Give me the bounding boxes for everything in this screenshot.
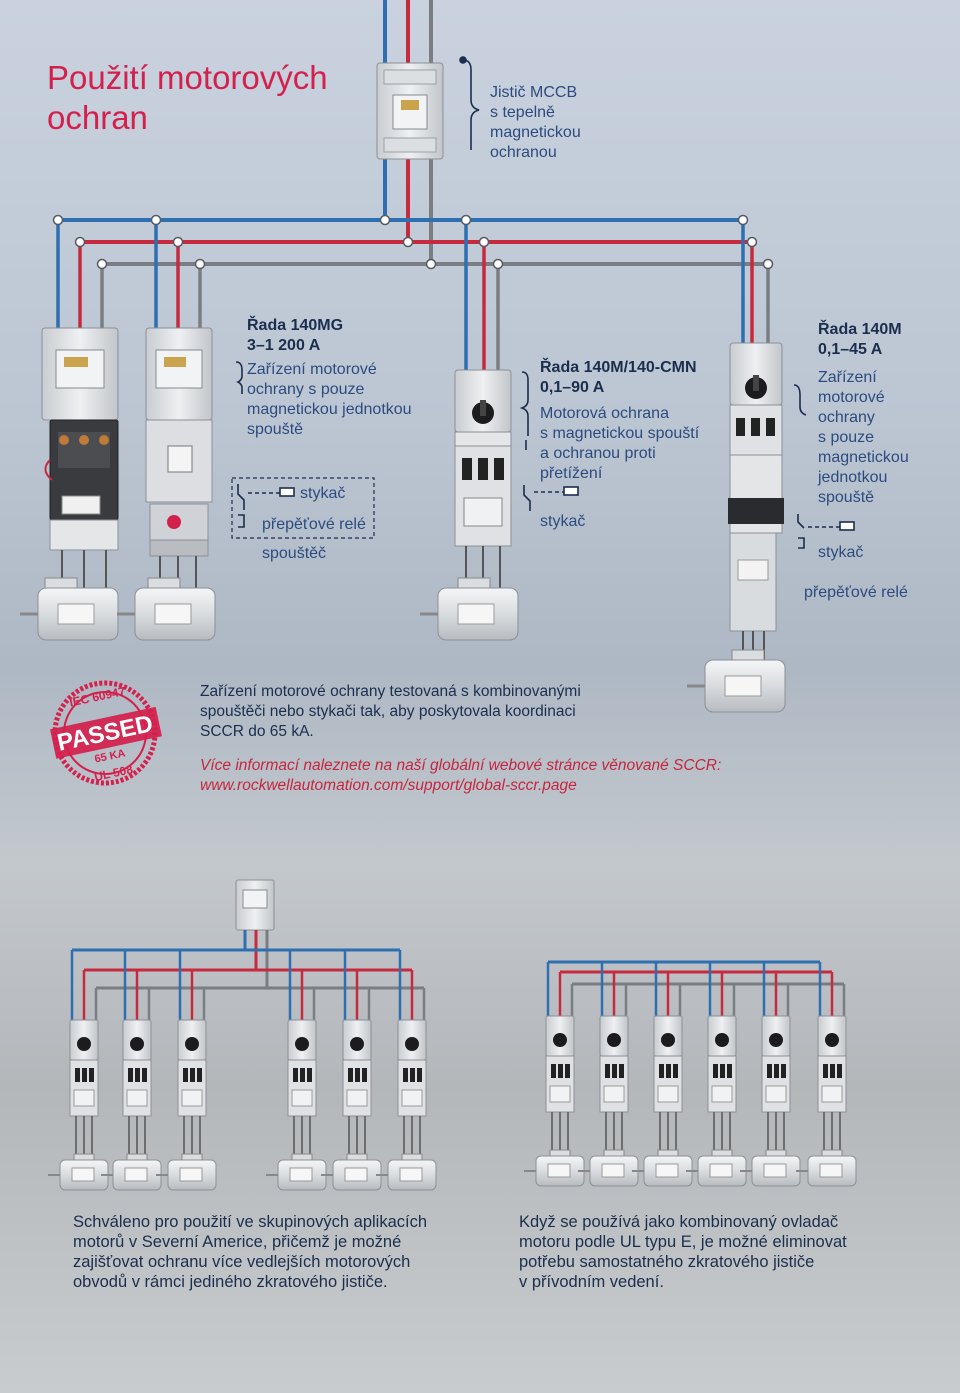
device-140mg-combination-starter [145, 327, 213, 590]
left-starter-1 [48, 1019, 109, 1191]
right-starter-2 [578, 1015, 639, 1187]
seal-text: IEC 60947 PASSED 65 KA UL 508 [55, 684, 155, 784]
group-install-text: Schváleno pro použití ve skupinových apl… [73, 1213, 428, 1291]
left-starter-4 [266, 1019, 327, 1191]
group-140m-cmn-contactor: stykač [540, 513, 586, 530]
motor-1 [20, 577, 119, 641]
device-140m-cmn-starter [454, 369, 512, 590]
left-motor-1 [48, 1153, 109, 1191]
group-install-left [70, 879, 426, 1022]
group-140m-cmn-heading: Řada 140M/140-CMN 0,1–90 A [540, 359, 697, 396]
svg-text:IEC 60947: IEC 60947 [68, 684, 127, 710]
right-starter-5 [740, 1015, 801, 1187]
svg-text:65 KA: 65 KA [93, 747, 126, 765]
right-starter-3 [632, 1015, 693, 1187]
callout-symbols [231, 56, 855, 549]
right-motor-6 [796, 1149, 857, 1187]
mini-starters [48, 1015, 857, 1191]
svg-text:PASSED: PASSED [55, 710, 155, 757]
device-140m-stack [728, 342, 784, 660]
left-motor-2 [101, 1153, 162, 1191]
right-starter-4 [686, 1015, 747, 1187]
right-motor-3 [632, 1149, 693, 1187]
group-140mg-description: Zařízení motorové ochrany s pouze magnet… [247, 361, 412, 438]
sccr-description: Zařízení motorové ochrany testovaná s ko… [200, 683, 581, 740]
right-starter-1 [524, 1015, 585, 1187]
motor-3 [420, 577, 519, 641]
svg-text:UL 508: UL 508 [93, 762, 135, 784]
device-140mg-open-starter [41, 327, 119, 590]
page-title: Použití motorových ochran [47, 59, 328, 136]
right-motor-5 [740, 1149, 801, 1187]
motor-2 [117, 577, 216, 641]
drop-wires [56, 220, 770, 370]
left-starter-3 [156, 1019, 217, 1191]
mccb-device [376, 62, 444, 160]
group-140m-overload: přepěťové relé [804, 584, 908, 601]
group-140mg-overload: přepěťové relé [262, 516, 366, 533]
group-140mg-starter: spouštěč [262, 545, 327, 562]
left-starter-2 [101, 1019, 162, 1191]
left-motor-5 [321, 1153, 382, 1191]
left-starter-5 [321, 1019, 382, 1191]
left-motor-4 [266, 1153, 327, 1191]
group-140m-description: Zařízení motorové ochrany s pouze magnet… [818, 369, 909, 506]
group-140m-heading: Řada 140M 0,1–45 A [818, 321, 902, 358]
type-e-install-right [546, 960, 846, 1018]
supply-wires [383, 0, 433, 264]
group-140mg-contactor: stykač [300, 485, 346, 502]
left-starter-6 [376, 1019, 437, 1191]
junction-dots [52, 214, 774, 270]
right-motor-1 [524, 1149, 585, 1187]
type-e-text: Když se používá jako kombinovaný ovladač… [519, 1213, 847, 1291]
right-motor-4 [686, 1149, 747, 1187]
left-motor-6 [376, 1153, 437, 1191]
motor-4 [687, 649, 786, 713]
passed-seal [50, 680, 162, 786]
sccr-link[interactable]: Více informací naleznete na naší globáln… [200, 757, 722, 794]
left-motor-3 [156, 1153, 217, 1191]
right-motor-2 [578, 1149, 639, 1187]
right-starter-6 [796, 1015, 857, 1187]
group-140m-cmn-description: Motorová ochrana s magnetickou spouští a… [540, 405, 700, 482]
group-140mg-heading: Řada 140MG 3–1 200 A [247, 317, 344, 354]
group-140m-contactor: stykač [818, 544, 864, 561]
mccb-label: Jistič MCCB s tepelně magnetickou ochran… [490, 84, 581, 161]
